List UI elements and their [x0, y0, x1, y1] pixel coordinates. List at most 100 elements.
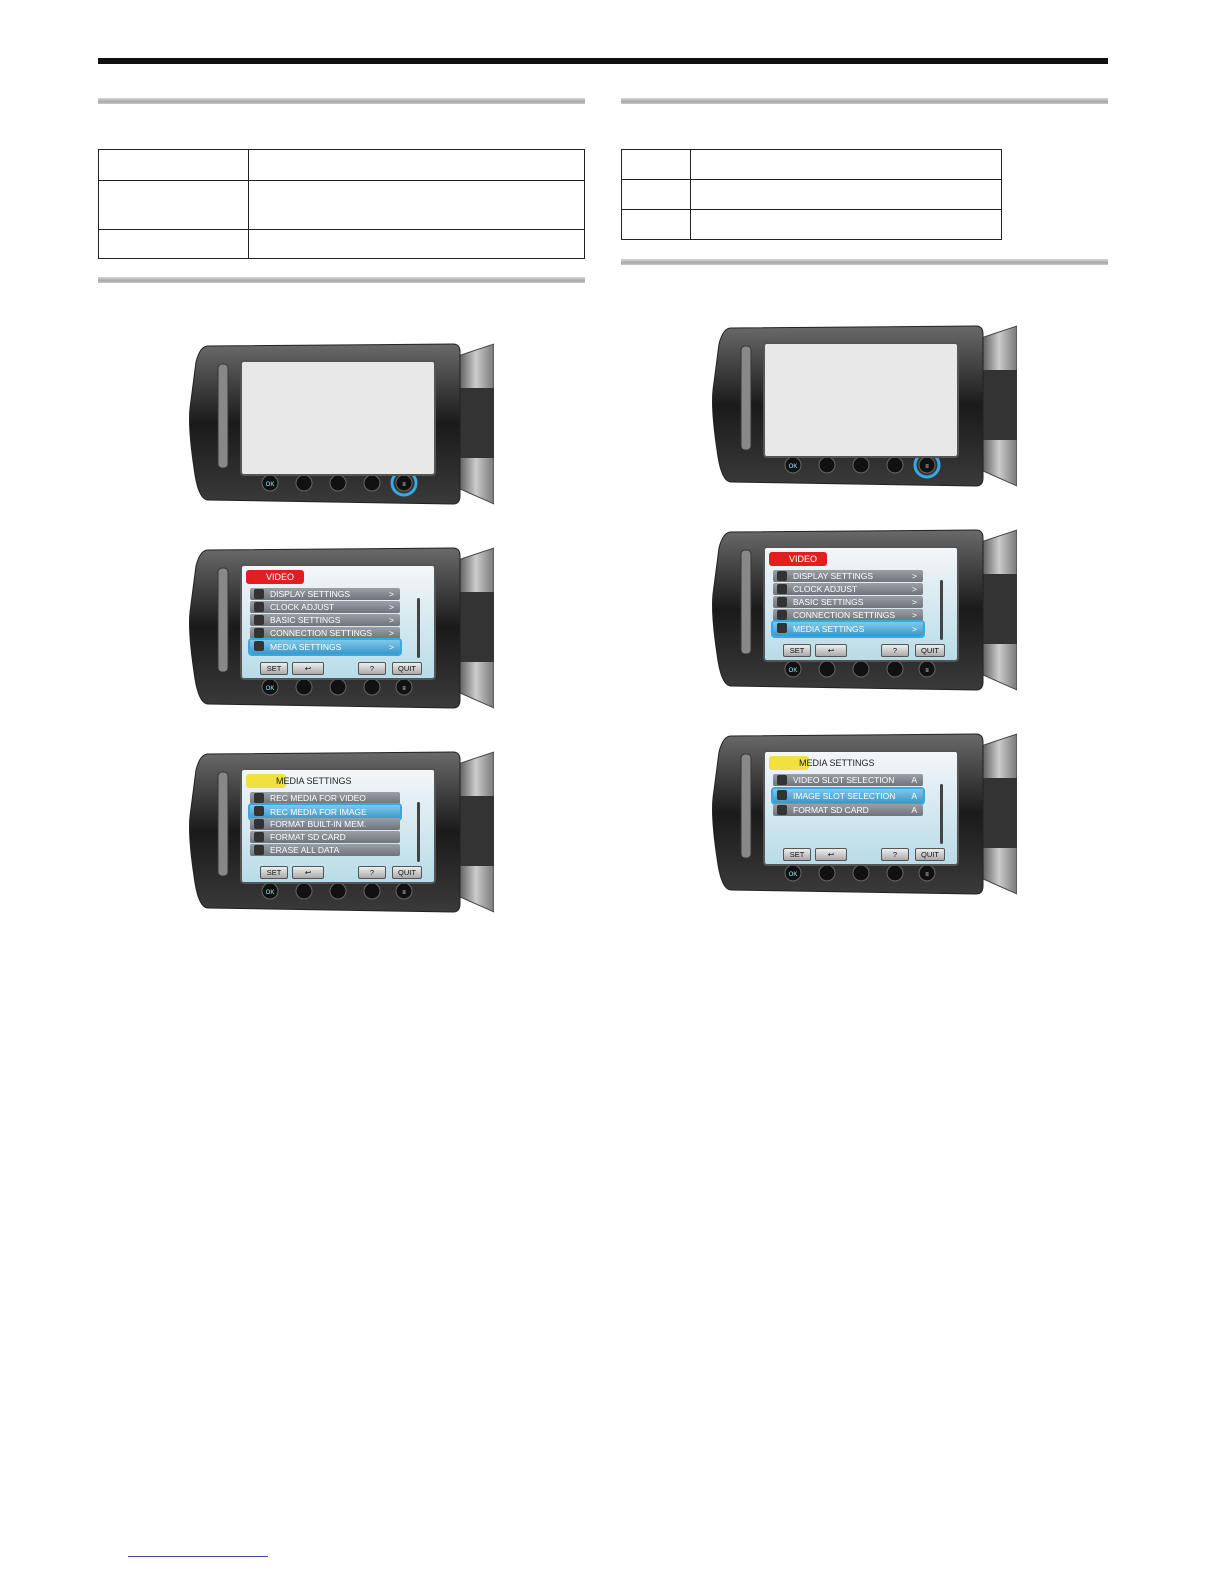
- softkey-bar: SET ↩? QUIT: [769, 644, 953, 657]
- menu-item-label: ERASE ALL DATA: [270, 845, 340, 855]
- footer-link-underline[interactable]: [128, 1556, 268, 1557]
- menu-item[interactable]: MEDIA SETTINGS>: [773, 622, 923, 636]
- menu-header: VIDEO: [246, 570, 305, 584]
- top-rule: [98, 58, 1108, 64]
- menu-scrollbar[interactable]: [417, 802, 420, 862]
- menu-item-icon: [777, 610, 787, 620]
- menu-header: VIDEO: [769, 552, 828, 566]
- section-divider: [621, 98, 1108, 104]
- lcd-screen: [240, 360, 436, 476]
- menu-item-label: DISPLAY SETTINGS: [270, 589, 350, 599]
- menu-scrollbar[interactable]: [940, 784, 943, 844]
- table-cell: [248, 229, 585, 259]
- table-cell: [248, 149, 585, 181]
- menu-header: [769, 756, 809, 770]
- menu-item-icon: [254, 615, 264, 625]
- table-cell: [690, 149, 1002, 180]
- menu-item-label: DISPLAY SETTINGS: [793, 571, 873, 581]
- menu-title: MEDIA SETTINGS: [276, 776, 352, 786]
- slot-badge: A: [911, 791, 917, 801]
- menu-item-label: CONNECTION SETTINGS: [270, 628, 373, 638]
- set-button[interactable]: SET: [260, 662, 288, 675]
- slot-badge: A: [911, 805, 917, 815]
- menu-item-label: BASIC SETTINGS: [270, 615, 341, 625]
- quit-button[interactable]: QUIT: [392, 866, 422, 879]
- menu-item-label: MEDIA SETTINGS: [270, 642, 342, 652]
- menu-item-icon: [777, 623, 787, 633]
- chevron-right-icon: >: [912, 624, 917, 634]
- chevron-right-icon: >: [912, 571, 917, 581]
- chevron-right-icon: >: [389, 615, 394, 625]
- menu-item[interactable]: FORMAT BUILT-IN MEM.: [250, 818, 400, 830]
- table-cell: [621, 209, 691, 240]
- chevron-right-icon: >: [389, 628, 394, 638]
- help-button[interactable]: ?: [358, 866, 386, 879]
- table-cell: [690, 179, 1002, 210]
- menu-item[interactable]: DISPLAY SETTINGS>: [250, 588, 400, 600]
- svg-text:≡: ≡: [925, 872, 929, 878]
- menu-item[interactable]: MEDIA SETTINGS>: [250, 640, 400, 654]
- menu-item-icon: [777, 805, 787, 815]
- quit-button[interactable]: QUIT: [915, 644, 945, 657]
- menu-item-icon: [777, 775, 787, 785]
- softkey-bar: SET ↩? QUIT: [246, 866, 430, 879]
- back-button[interactable]: ↩: [815, 848, 847, 861]
- table-cell: [248, 180, 585, 230]
- menu-item-label: BASIC SETTINGS: [793, 597, 864, 607]
- svg-text:≡: ≡: [402, 890, 406, 896]
- back-button[interactable]: ↩: [292, 662, 324, 675]
- menu-item[interactable]: FORMAT SD CARD A: [773, 804, 923, 816]
- table-cell: [690, 209, 1002, 240]
- menu-item[interactable]: DISPLAY SETTINGS >: [773, 570, 923, 582]
- menu-item[interactable]: ERASE ALL DATA: [250, 844, 400, 856]
- set-button[interactable]: SET: [260, 866, 288, 879]
- section-divider: [98, 98, 585, 104]
- menu-item[interactable]: CLOCK ADJUST >: [250, 601, 400, 613]
- menu-scrollbar[interactable]: [940, 580, 943, 640]
- menu-item-label: VIDEO SLOT SELECTION: [793, 775, 895, 785]
- help-button[interactable]: ?: [881, 644, 909, 657]
- softkey-bar: SET ↩? QUIT: [769, 848, 953, 861]
- menu-item[interactable]: BASIC SETTINGS>: [773, 596, 923, 608]
- menu-item[interactable]: CONNECTION SETTINGS>: [773, 609, 923, 621]
- table-cell: [621, 149, 691, 180]
- menu-item[interactable]: REC MEDIA FOR IMAGE: [250, 805, 400, 819]
- menu-item-label: CLOCK ADJUST: [270, 602, 335, 612]
- menu-scrollbar[interactable]: [417, 598, 420, 658]
- help-button[interactable]: ?: [358, 662, 386, 675]
- menu-item-icon: [254, 819, 264, 829]
- help-button[interactable]: ?: [881, 848, 909, 861]
- menu-item-label: REC MEDIA FOR VIDEO: [270, 793, 366, 803]
- back-button[interactable]: ↩: [292, 866, 324, 879]
- menu-item-label: FORMAT SD CARD: [793, 805, 869, 815]
- section-divider: [98, 277, 585, 283]
- menu-item-icon: [254, 832, 264, 842]
- menu-item[interactable]: REC MEDIA FOR VIDEO: [250, 792, 400, 804]
- menu-item-icon: [254, 845, 264, 855]
- menu-item-label: FORMAT SD CARD: [270, 832, 346, 842]
- table-cell: [98, 149, 249, 181]
- menu-item-icon: [777, 790, 787, 800]
- menu-item-label: CLOCK ADJUST: [793, 584, 858, 594]
- set-button[interactable]: SET: [783, 644, 811, 657]
- svg-text:OK: OK: [789, 464, 798, 470]
- menu-item[interactable]: CONNECTION SETTINGS >: [250, 627, 400, 639]
- quit-button[interactable]: QUIT: [392, 662, 422, 675]
- chevron-right-icon: >: [389, 602, 394, 612]
- menu-item[interactable]: CLOCK ADJUST>: [773, 583, 923, 595]
- menu-item[interactable]: FORMAT SD CARD: [250, 831, 400, 843]
- section-divider: [621, 259, 1108, 265]
- menu-item-icon: [254, 602, 264, 612]
- svg-text:≡: ≡: [402, 686, 406, 692]
- quit-button[interactable]: QUIT: [915, 848, 945, 861]
- back-button[interactable]: ↩: [815, 644, 847, 657]
- set-button[interactable]: SET: [783, 848, 811, 861]
- menu-item[interactable]: BASIC SETTINGS >: [250, 614, 400, 626]
- menu-item-icon: [777, 584, 787, 594]
- lcd-screen: MEDIA SETTINGS REC MEDIA FOR VIDEO REC MED…: [240, 768, 436, 884]
